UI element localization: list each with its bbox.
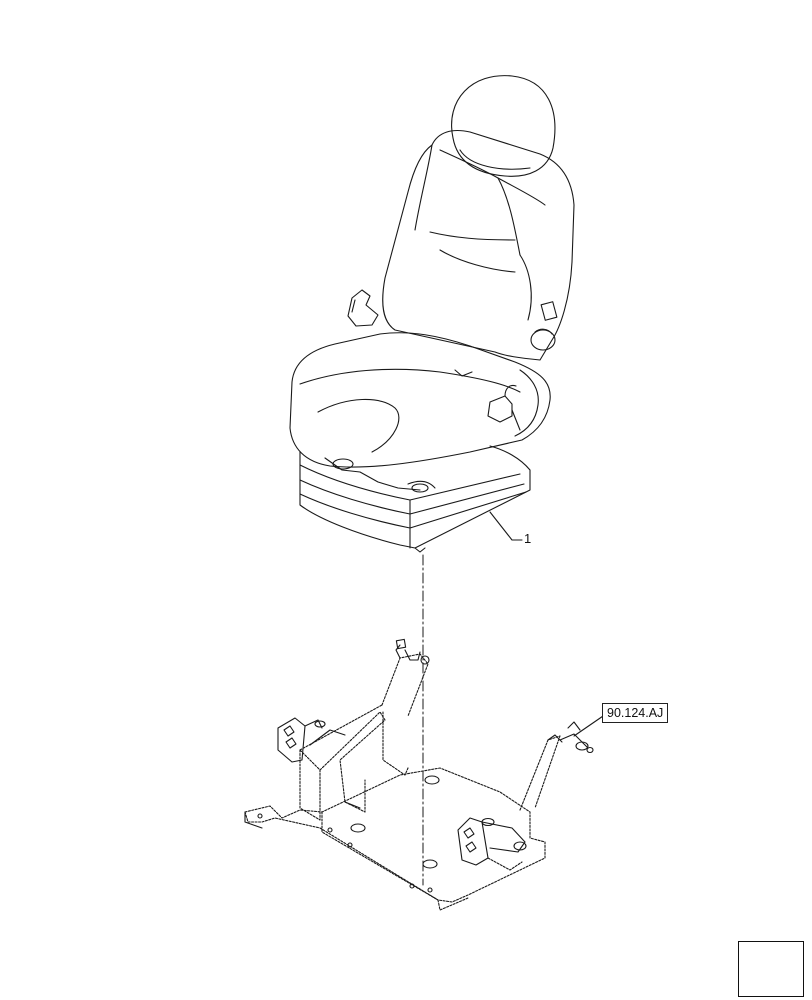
seat-cushion — [289, 332, 551, 468]
adjust-knob — [530, 329, 556, 351]
belt-latch-left — [347, 289, 379, 327]
backrest — [382, 129, 575, 361]
recline-handle — [540, 301, 558, 321]
right-latch-block — [457, 817, 489, 866]
operator-seat — [289, 75, 575, 553]
belt-buckle-right — [487, 395, 513, 423]
cross-reference-link[interactable]: 90.124.AJ — [602, 703, 669, 723]
seat-base-frame — [244, 638, 594, 911]
next-page-button[interactable] — [738, 941, 804, 997]
mount-hole — [350, 823, 366, 833]
callout-label-1: 1 — [524, 531, 532, 546]
mount-hole — [422, 859, 438, 869]
callout-leader-1 — [489, 511, 523, 541]
reference-leader — [573, 713, 607, 737]
left-latch-block — [277, 717, 306, 763]
seat-suspension — [299, 445, 531, 549]
right-pivot-pin — [559, 733, 589, 749]
headrest — [451, 75, 556, 177]
base-plate — [244, 767, 546, 903]
mount-hole — [424, 775, 440, 785]
